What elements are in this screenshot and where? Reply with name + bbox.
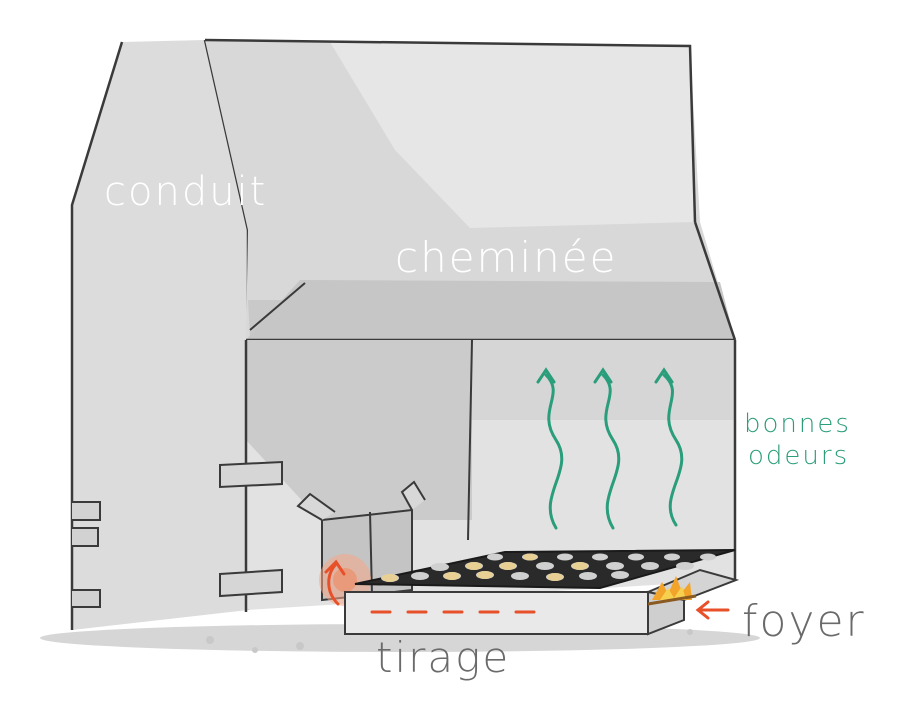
fire-flames xyxy=(647,576,697,606)
bonnes-odeurs-label-line2: odeurs xyxy=(748,441,849,471)
conduit-column xyxy=(70,39,250,630)
scent-wave xyxy=(544,373,564,530)
scent-wave xyxy=(662,373,684,527)
conduit-label: conduit xyxy=(104,169,267,215)
scent-arrowhead xyxy=(536,367,556,384)
chimney-hood xyxy=(204,38,737,342)
cheminee-label: cheminée xyxy=(395,233,617,282)
chestnuts xyxy=(382,553,588,582)
bonnes-odeurs-label-line1: bonnes xyxy=(744,409,851,439)
draft-arrow-left-head xyxy=(695,600,710,620)
draft-flow xyxy=(324,559,730,620)
tirage-label: tirage xyxy=(376,633,510,682)
scent-wave xyxy=(601,373,621,530)
draft-arrow-up-head xyxy=(324,559,346,576)
scent-waves xyxy=(536,367,684,530)
draft-arrow-up xyxy=(327,562,340,606)
scent-arrowhead xyxy=(593,367,613,384)
foyer-label: foyer xyxy=(742,596,866,647)
roasting-tray xyxy=(354,549,736,590)
scent-arrowhead xyxy=(654,367,674,384)
